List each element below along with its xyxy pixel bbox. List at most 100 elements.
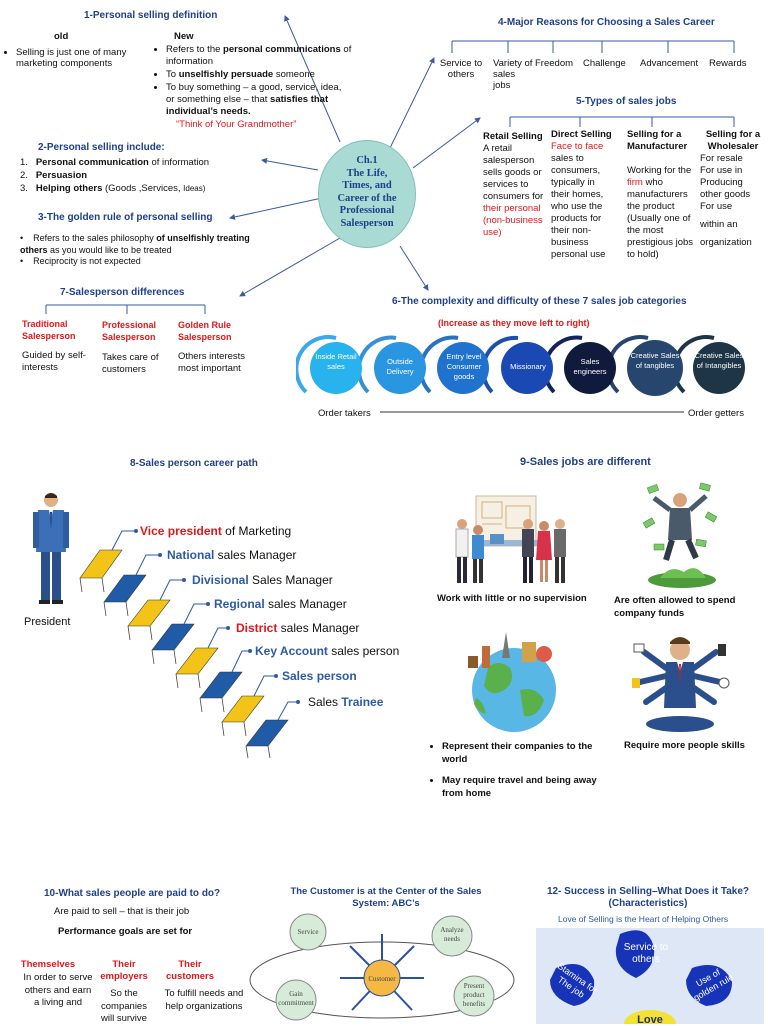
s8-step-1: Vice president of Marketing — [140, 524, 291, 538]
text-bold: May require travel and being away from h… — [442, 775, 597, 799]
office-meeting-illustration — [455, 495, 566, 583]
s1-new-list: Refers to the personal communications of… — [152, 44, 352, 131]
s8-president-label: President — [24, 616, 71, 628]
s10-title: 10-What sales people are paid to do? — [44, 888, 221, 899]
s8-step-8: Sales Trainee — [308, 695, 383, 709]
s8-step-5: District sales Manager — [236, 621, 359, 635]
text-blue: Sales person — [282, 669, 357, 683]
text: of information — [166, 44, 352, 67]
s2-item: 1. Personal communication of information — [20, 157, 210, 168]
s11-center: Customer — [368, 975, 396, 983]
s11-node-1: Service — [297, 928, 319, 936]
s12-petals — [550, 930, 732, 1024]
text: of Marketing — [221, 524, 292, 538]
text: Sales Manager — [248, 573, 333, 587]
s1-new-item: Refers to the personal communications of… — [166, 44, 352, 68]
s7-c3-title: Golden Rule Salesperson — [178, 320, 232, 342]
text: who manufacturers the product (Usually o… — [627, 177, 694, 260]
s2-list: 1. Personal communication of information… — [20, 156, 270, 195]
s6-order-takers: Order takers — [318, 408, 371, 419]
s3-item: • Refers to the sales philosophy of unse… — [20, 233, 250, 255]
multitasking-person-illustration — [632, 637, 730, 732]
s3-list: • Refers to the sales philosophy of unse… — [20, 233, 270, 268]
s8-step-3: Divisional Sales Manager — [192, 573, 333, 587]
s6-circle-7: Creative Sales of Intangibles — [694, 351, 744, 370]
s6-circle-1: Inside Retail sales — [315, 352, 357, 371]
s6-circle-3: Entry level Consumer goods — [446, 352, 482, 381]
s6-title: 6-The complexity and difficulty of these… — [392, 296, 687, 307]
text-blue: Regional — [214, 597, 265, 611]
text: For use in Producing other goods — [700, 165, 751, 200]
center-line: The Life, — [346, 167, 388, 179]
s9-c4: Require more people skills — [624, 740, 745, 751]
s10-col2-text: So the companies will survive — [101, 988, 147, 1024]
s11-node-3: Gain commitment — [278, 990, 314, 1007]
s10-col1-text: In order to serve others and earn a livi… — [23, 972, 93, 1008]
s10-col3-title: Their customers — [165, 959, 215, 982]
s5-manufacturer: Selling for a Manufacturer Working for t… — [627, 129, 697, 261]
s8-title: 8-Sales person career path — [130, 458, 258, 469]
s9-title: 9-Sales jobs are different — [520, 456, 651, 468]
text: Reciprocity is not expected — [33, 256, 141, 266]
s6-circle-chain — [296, 335, 745, 413]
text: sales Manager — [264, 597, 347, 611]
s6-order-getters: Order getters — [688, 408, 744, 419]
s9-c3-item: Represent their companies to the world — [442, 740, 608, 766]
text: A retail salesperson sells goods or serv… — [483, 143, 544, 202]
text-red: firm — [627, 177, 643, 188]
s2-item: 3. Helping others (Goods ,Services, Idea… — [20, 183, 206, 194]
s10-line1: Are paid to sell – that is their job — [54, 906, 190, 917]
text-bold: personal communications — [223, 44, 341, 55]
s12-p4: Love — [637, 1014, 663, 1026]
text-bold: satisfies that individual’s needs. — [166, 94, 329, 117]
s10-col1-title: Themselves — [20, 959, 76, 970]
s4-item: Rewards — [709, 58, 747, 69]
s4-item: Freedom — [535, 58, 574, 69]
s11-title: The Customer is at the Center of the Sal… — [290, 886, 482, 909]
text: For resale — [700, 153, 743, 164]
s3-item: • Reciprocity is not expected — [20, 256, 141, 266]
s4-item: Variety of sales jobs — [493, 58, 533, 91]
s4-title: 4-Major Reasons for Choosing a Sales Car… — [498, 17, 715, 28]
s8-step-2: National sales Manager — [167, 548, 296, 562]
s10-col2-title: Their employers — [100, 959, 148, 982]
s5-wholesaler: Selling for a Wholesaler For resale For … — [700, 129, 766, 249]
s7-c1-title: Traditional Salesperson — [22, 319, 76, 341]
text: of information — [148, 157, 210, 168]
center-line: Salesperson — [340, 217, 394, 229]
s1-old-label: old — [54, 31, 69, 42]
center-line: Career of the — [337, 192, 397, 204]
s12-panel: Service to others Stamina for The job Us… — [536, 928, 764, 1026]
s9-c3-list: Represent their companies to the world M… — [428, 740, 608, 801]
text: (Goods ,Services, — [102, 183, 184, 194]
text: Sales — [308, 695, 342, 709]
center-line: Professional — [339, 205, 395, 216]
text: within an — [700, 219, 738, 230]
text-bold: of unselfishly treating others — [20, 233, 250, 255]
s1-old-item: Selling is just one of many marketing co… — [16, 47, 142, 69]
text-blue: Key Account — [255, 644, 328, 658]
text-red: Vice president — [140, 524, 222, 538]
s8-staircase — [79, 529, 300, 759]
s6-circle-4: Missionary — [510, 362, 546, 371]
text-bold: Persuasion — [35, 170, 88, 181]
s1-new-item: To unselfishly persuade someone — [166, 69, 352, 81]
text-bold: Personal communication — [35, 157, 149, 168]
s7-c1-text: Guided by self-interests — [22, 350, 86, 373]
s8-step-6: Key Account sales person — [255, 644, 399, 658]
s12-title: 12- Success in Selling–What Does it Take… — [546, 886, 750, 909]
text-red: their personal (non-business use) — [483, 203, 543, 238]
s12-p1: Service to others — [623, 942, 669, 965]
text: organization — [700, 237, 752, 248]
text: To — [166, 69, 179, 80]
s1-old-list: Selling is just one of many marketing co… — [2, 47, 142, 70]
s7-title: 7-Salesperson differences — [60, 287, 185, 298]
s8-step-7: Sales person — [282, 669, 357, 683]
s8-step-4: Regional sales Manager — [214, 597, 347, 611]
globe-travel-illustration — [468, 632, 556, 732]
text-blue: Divisional — [192, 573, 249, 587]
text-blue: National — [167, 548, 215, 562]
s11-node-2: Analyze needs — [440, 926, 464, 943]
s5-direct: Direct Selling Face to face sales to con… — [551, 129, 615, 261]
text: Refers to the sales philosophy — [33, 233, 157, 243]
